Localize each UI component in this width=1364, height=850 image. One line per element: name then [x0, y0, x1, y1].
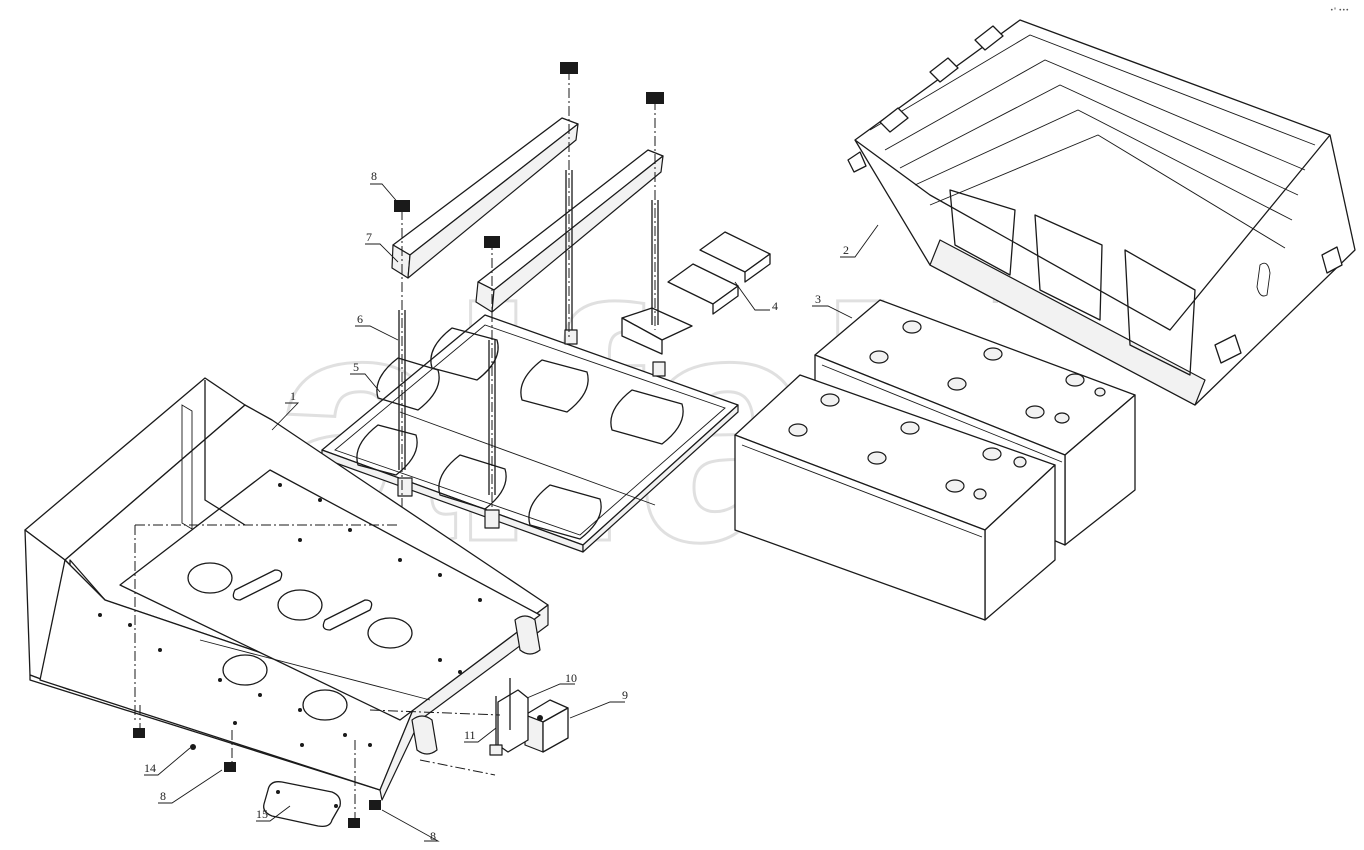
label-1: 1: [290, 389, 296, 403]
label-14: 14: [144, 761, 156, 775]
battery-tray: [321, 314, 739, 553]
base-frame: [24, 377, 549, 801]
label-8-bottom: 8: [430, 829, 436, 843]
hold-down-bolts: [398, 70, 659, 525]
bracket-clips: [621, 231, 771, 355]
top-nuts: [394, 62, 664, 248]
label-2: 2: [843, 243, 849, 257]
label-6: 6: [357, 312, 363, 326]
label-3: 3: [815, 292, 821, 306]
label-8-left: 8: [160, 789, 166, 803]
label-5: 5: [353, 360, 359, 374]
battery-front: [734, 374, 1056, 621]
mounting-plate: [489, 678, 529, 756]
clamp-bars: [391, 117, 664, 313]
label-11: 11: [464, 728, 476, 742]
corner-mark: •° •••: [1330, 7, 1349, 14]
label-4: 4: [772, 299, 778, 313]
battery-cover: [847, 19, 1356, 406]
gasket-plate: [263, 781, 341, 828]
label-8-top: 8: [371, 169, 377, 183]
label-10: 10: [565, 671, 577, 685]
label-9: 9: [622, 688, 628, 702]
label-7: 7: [366, 230, 372, 244]
part-labels: 1 2 3 4 5 6 7 8 8 8 9 10 11 14 15: [144, 169, 849, 843]
callout-leaders: [144, 183, 879, 842]
label-15: 15: [256, 807, 268, 821]
lower-fasteners: [133, 705, 501, 828]
switch-box: [524, 699, 569, 753]
